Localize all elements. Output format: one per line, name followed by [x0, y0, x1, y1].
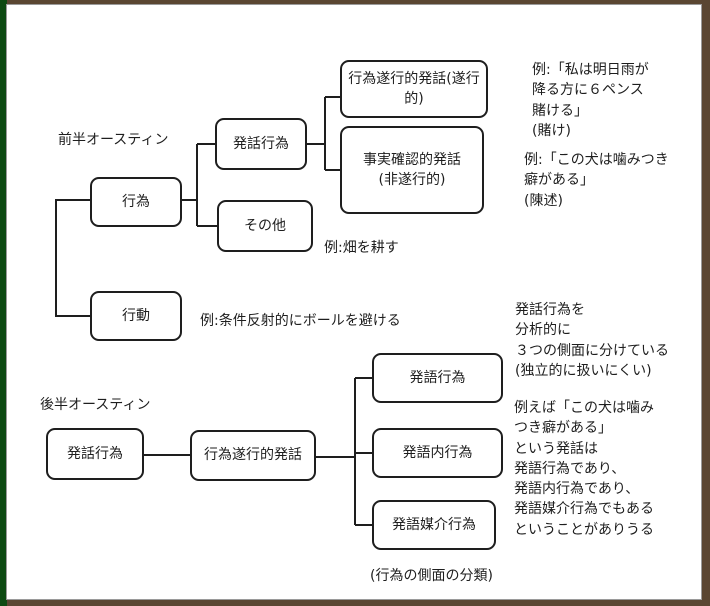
node-speech-act-2[interactable]: 発話行為 — [46, 428, 144, 480]
node-illocutionary[interactable]: 発語内行為 — [372, 428, 503, 478]
node-other[interactable]: その他 — [217, 200, 313, 252]
node-speech-act[interactable]: 発話行為 — [215, 118, 307, 170]
note-analysis: 発話行為を 分析的に ３つの側面に分けている (独立的に扱いにくい) — [515, 302, 669, 379]
node-action[interactable]: 行動 — [90, 291, 182, 341]
example-performative: 例:「私は明日雨が 降る方に６ペンス 賭ける」 (賭け) — [532, 62, 649, 139]
node-performative-2[interactable]: 行為遂行的発話 — [190, 430, 316, 481]
example-action: 例:条件反射的にボールを避ける — [200, 313, 401, 329]
second-half-title: 後半オースティン — [40, 397, 151, 413]
node-constative[interactable]: 事実確認的発話 (非遂行的) — [340, 126, 484, 214]
connector-aspects — [316, 377, 372, 526]
connector-act-action — [55, 199, 90, 317]
node-act[interactable]: 行為 — [90, 177, 182, 227]
board-frame-left — [0, 0, 7, 606]
example-constative: 例:「この犬は噛みつき 癖がある」 (陳述) — [524, 152, 669, 209]
note-example: 例えば「この犬は噛み つき癖がある」 という発話は 発語行為であり、 発語内行為… — [514, 400, 654, 538]
connector-speech-children — [307, 96, 340, 171]
example-other: 例:畑を耕す — [324, 240, 399, 256]
connector-act-children — [182, 143, 217, 227]
caption: (行為の側面の分類) — [370, 568, 493, 584]
first-half-title: 前半オースティン — [58, 132, 169, 148]
node-perlocutionary[interactable]: 発語媒介行為 — [372, 500, 496, 550]
node-performative[interactable]: 行為遂行的発話(遂行的) — [340, 60, 488, 118]
node-locutionary[interactable]: 発語行為 — [372, 353, 503, 403]
